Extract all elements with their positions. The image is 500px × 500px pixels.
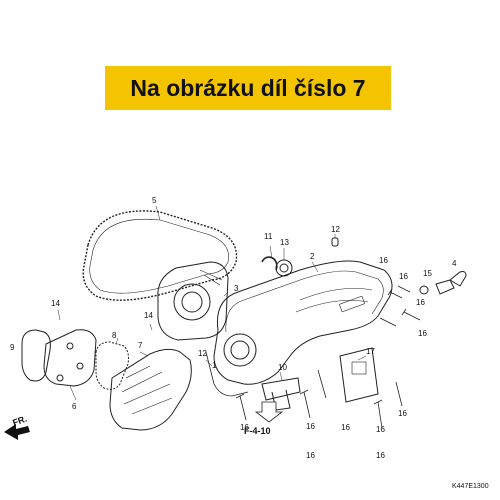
callout-15: 15 [423,269,432,278]
callout-6: 6 [72,402,77,411]
callout-16: 16 [376,451,385,460]
section-reference: F-4-10 [244,426,271,436]
gasket-8 [95,341,129,390]
callout-16: 16 [306,451,315,460]
callout-16: 16 [376,425,385,434]
callout-16: 16 [418,329,427,338]
banner-text: Na obrázku díl číslo 7 [130,74,366,101]
front-direction-label: FR. [11,414,28,428]
callout-5: 5 [152,196,157,205]
diagram-code: K447E1300 [452,483,489,490]
callout-14: 14 [51,299,60,308]
bracket-10 [261,377,301,411]
gasket-5 [82,210,238,301]
callout-16: 16 [398,409,407,418]
bracket-17 [339,347,379,403]
circlip-11 [261,256,278,271]
cover-7 [109,348,192,431]
callout-16: 16 [341,423,350,432]
callout-17: 17 [366,347,375,356]
callout-14: 14 [144,311,153,320]
callout-9: 9 [10,343,15,352]
dowel-pin-12 [331,237,339,247]
callout-16: 16 [379,256,388,265]
cover-9 [21,329,51,382]
cover-1 [205,351,249,397]
section-ref-arrow [254,401,284,423]
callout-2: 2 [310,252,315,261]
callout-16: 16 [416,298,425,307]
cover-6 [43,329,97,387]
callout-1: 1 [212,361,217,370]
inner-plate-3 [157,261,229,341]
callout-3: 3 [234,284,239,293]
callout-7: 7 [138,341,143,350]
washer-15 [419,285,429,295]
bearing-13 [275,259,293,277]
callout-11: 11 [264,232,273,241]
callout-4: 4 [452,259,457,268]
crankcase-cover-2 [213,260,393,385]
info-banner: Na obrázku díl číslo 7 [105,66,391,110]
front-direction-arrow [4,424,30,440]
callout-12: 12 [198,349,207,358]
callout-8: 8 [112,331,117,340]
callout-10: 10 [278,363,287,372]
callout-16: 16 [240,423,249,432]
callout-12: 12 [331,225,340,234]
bolts-16 [235,285,421,429]
callout-16: 16 [399,272,408,281]
callout-16: 16 [306,422,315,431]
callout-13: 13 [280,238,289,247]
oil-plug-4 [435,271,467,295]
